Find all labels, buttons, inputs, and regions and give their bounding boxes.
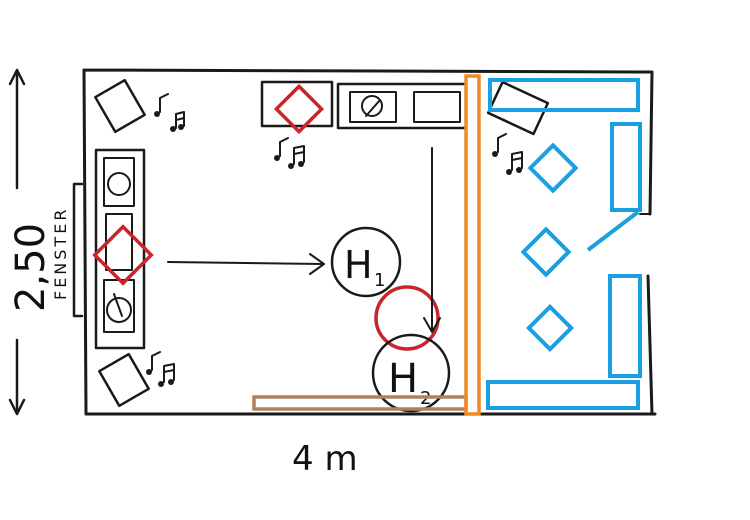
music-note-icon bbox=[146, 351, 175, 387]
arrow-down bbox=[423, 147, 441, 333]
speaker-box-icon bbox=[94, 78, 146, 134]
speaker-box-icon bbox=[486, 80, 550, 136]
turntable-icon bbox=[361, 95, 383, 117]
speaker-position-marker-top bbox=[273, 83, 325, 135]
listener-seat-1: H 1 bbox=[330, 226, 402, 298]
window-label: FENSTER bbox=[51, 207, 70, 300]
acoustic-panel-right-lower bbox=[608, 274, 642, 378]
diffuser-3 bbox=[525, 303, 575, 353]
left-equipment-rack bbox=[94, 148, 146, 350]
listener-1-subscript: 1 bbox=[374, 270, 385, 291]
music-note-icon bbox=[274, 137, 305, 169]
speaker-box-icon bbox=[98, 352, 150, 408]
diffuser-2 bbox=[520, 226, 572, 278]
music-note-icon bbox=[492, 133, 523, 175]
acoustic-elements bbox=[486, 78, 642, 410]
listener-seat-2: H 2 bbox=[371, 333, 451, 413]
width-dimension-label: 4 m bbox=[292, 439, 358, 479]
acoustic-panel-top bbox=[488, 78, 640, 112]
arrow-right bbox=[167, 253, 325, 275]
room-divider bbox=[464, 74, 481, 416]
diffuser-1 bbox=[527, 142, 579, 194]
room-outline bbox=[82, 68, 657, 416]
height-dimension-label: 2,50 bbox=[8, 223, 54, 312]
acoustic-panel-angled bbox=[586, 210, 640, 252]
height-dimension: 2,50 bbox=[8, 68, 54, 416]
acoustic-panel-bottom bbox=[486, 380, 640, 410]
music-note-icon bbox=[154, 93, 185, 132]
speaker-position-marker-left bbox=[92, 224, 154, 286]
window: FENSTER bbox=[51, 182, 84, 318]
listener-2-label: H bbox=[388, 356, 418, 402]
acoustic-panel-right-upper bbox=[610, 122, 642, 212]
top-equipment-rack bbox=[260, 80, 468, 130]
listener-1-label: H bbox=[344, 243, 373, 287]
turntable-icon bbox=[106, 293, 132, 323]
listening-position-marker bbox=[374, 285, 440, 351]
